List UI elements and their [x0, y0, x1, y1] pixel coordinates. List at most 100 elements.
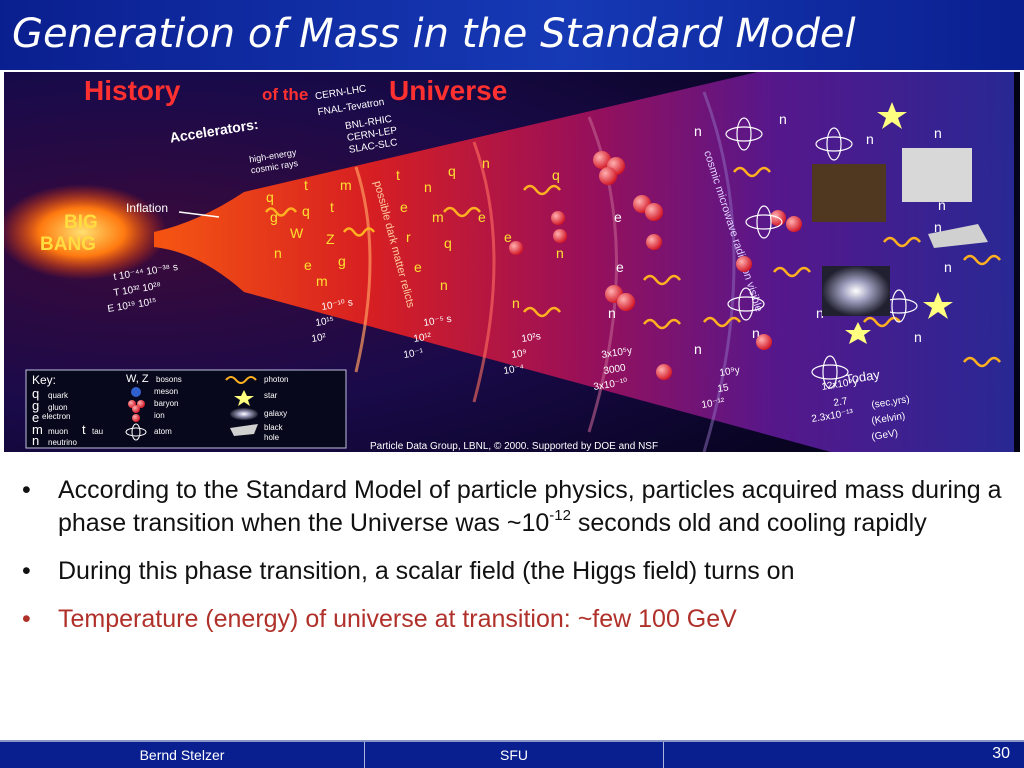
svg-text:baryon: baryon	[154, 399, 178, 408]
svg-text:n: n	[914, 329, 922, 345]
time-temperature-values: t 10⁻⁴⁴ 10⁻³⁸ s T 10³² 10²⁸ E 10¹⁹ 10¹⁵ …	[107, 262, 911, 443]
svg-text:n: n	[938, 197, 946, 213]
photon-squiggles	[264, 166, 1001, 368]
svg-text:n: n	[752, 325, 760, 341]
svg-text:10¹²: 10¹²	[413, 331, 433, 345]
svg-text:t: t	[82, 422, 86, 437]
epoch-boundary	[354, 166, 372, 373]
svg-text:2.7: 2.7	[833, 396, 849, 409]
svg-text:W, Z: W, Z	[126, 373, 149, 385]
universe-diagram: BIG BANG History of the Universe Acceler…	[4, 72, 1020, 452]
svg-text:neutrino: neutrino	[48, 438, 77, 447]
svg-text:q: q	[552, 167, 560, 183]
svg-text:e: e	[400, 199, 408, 215]
svg-text:g: g	[32, 398, 39, 413]
big-bang-glow	[4, 184, 167, 280]
svg-text:star: star	[264, 391, 278, 400]
svg-text:e: e	[478, 209, 486, 225]
svg-text:10⁹y: 10⁹y	[719, 365, 741, 379]
svg-text:t: t	[304, 177, 308, 193]
svg-text:Key:: Key:	[32, 373, 56, 387]
svg-text:meson: meson	[154, 387, 178, 396]
svg-text:t: t	[330, 199, 334, 215]
star-symbols	[845, 102, 953, 344]
bullet-item-standard-model: • According to the Standard Model of par…	[22, 474, 1012, 540]
svg-text:m: m	[340, 177, 352, 193]
universe-cone	[154, 72, 1014, 452]
inflation-label: Inflation	[126, 201, 168, 215]
svg-text:photon: photon	[264, 375, 288, 384]
epoch-boundary	[472, 141, 496, 403]
svg-text:n: n	[694, 123, 702, 139]
svg-text:q: q	[32, 386, 39, 401]
footer-divider	[663, 742, 664, 768]
svg-text:r: r	[406, 229, 411, 245]
svg-text:q: q	[302, 203, 310, 219]
credit-line: Particle Data Group, LBNL, © 2000. Suppo…	[370, 441, 658, 452]
inflation-arrow	[178, 211, 220, 218]
today-label: Today	[844, 367, 881, 387]
svg-text:10⁻¹: 10⁻¹	[403, 347, 425, 361]
key-legend: Key: q quark g gluon e electron m muon t…	[25, 369, 347, 449]
svg-text:m: m	[32, 422, 43, 437]
svg-text:tau: tau	[92, 427, 103, 436]
svg-text:n: n	[944, 259, 952, 275]
svg-text:Z: Z	[326, 231, 335, 247]
slide-title: Generation of Mass in the Standard Model	[12, 11, 856, 57]
galaxy-photo	[822, 266, 890, 316]
black-hole-graphic	[928, 224, 988, 248]
svg-text:n: n	[866, 131, 874, 147]
svg-text:10²: 10²	[311, 332, 328, 345]
svg-text:n: n	[816, 305, 824, 321]
svg-text:(Kelvin): (Kelvin)	[871, 411, 906, 427]
svg-text:n: n	[694, 341, 702, 357]
svg-text:e: e	[616, 259, 624, 275]
svg-text:(GeV): (GeV)	[871, 428, 899, 443]
svg-text:n: n	[424, 179, 432, 195]
heading-history: History	[84, 75, 181, 106]
bullet-item-temperature: • Temperature (energy) of universe at tr…	[22, 603, 1012, 636]
svg-text:galaxy: galaxy	[264, 409, 287, 418]
svg-text:e: e	[414, 259, 422, 275]
heading-universe: Universe	[389, 75, 507, 106]
bullet-marker: •	[22, 557, 31, 585]
svg-text:e: e	[504, 229, 512, 245]
svg-text:10⁻¹²: 10⁻¹²	[701, 396, 726, 411]
bullet-text-tail: seconds old and cooling rapidly	[570, 509, 927, 537]
baryon-clusters	[509, 151, 838, 380]
svg-text:3x10⁵y: 3x10⁵y	[601, 345, 633, 361]
svg-text:e: e	[32, 410, 39, 425]
bullet-marker: •	[22, 605, 31, 633]
svg-text:ion: ion	[154, 411, 165, 420]
svg-text:electron: electron	[42, 412, 70, 421]
big-label: BIG	[64, 212, 98, 233]
nebula-photo	[812, 164, 886, 222]
svg-text:q: q	[448, 163, 456, 179]
svg-text:3x10⁻¹⁰: 3x10⁻¹⁰	[593, 377, 629, 393]
svg-text:10¹⁵: 10¹⁵	[315, 315, 335, 329]
svg-text:g: g	[338, 253, 346, 269]
svg-text:atom: atom	[154, 427, 172, 436]
svg-text:n: n	[779, 111, 787, 127]
atom-symbols	[725, 117, 918, 389]
physicist-photo	[902, 148, 972, 202]
svg-text:gluon: gluon	[48, 403, 68, 412]
svg-text:W: W	[290, 225, 304, 241]
svg-text:3000: 3000	[603, 363, 627, 377]
svg-text:15: 15	[717, 382, 730, 395]
slide-footer: Bernd Stelzer SFU 30	[0, 740, 1024, 768]
bullet-text: During this phase transition, a scalar f…	[58, 557, 795, 585]
footer-institution: SFU	[500, 747, 528, 763]
svg-text:black: black	[264, 423, 284, 432]
svg-text:n: n	[934, 125, 942, 141]
svg-text:n: n	[440, 277, 448, 293]
svg-text:10⁹: 10⁹	[511, 348, 528, 361]
svg-text:10⁻¹⁰ s: 10⁻¹⁰ s	[321, 297, 354, 313]
bullet-text: Temperature (energy) of universe at tran…	[58, 605, 737, 633]
exponent: -12	[549, 506, 571, 524]
svg-text:bosons: bosons	[156, 375, 182, 384]
footer-divider	[364, 742, 365, 768]
epoch-boundary	[702, 91, 736, 452]
bullet-item-higgs-field: • During this phase transition, a scalar…	[22, 555, 1012, 588]
